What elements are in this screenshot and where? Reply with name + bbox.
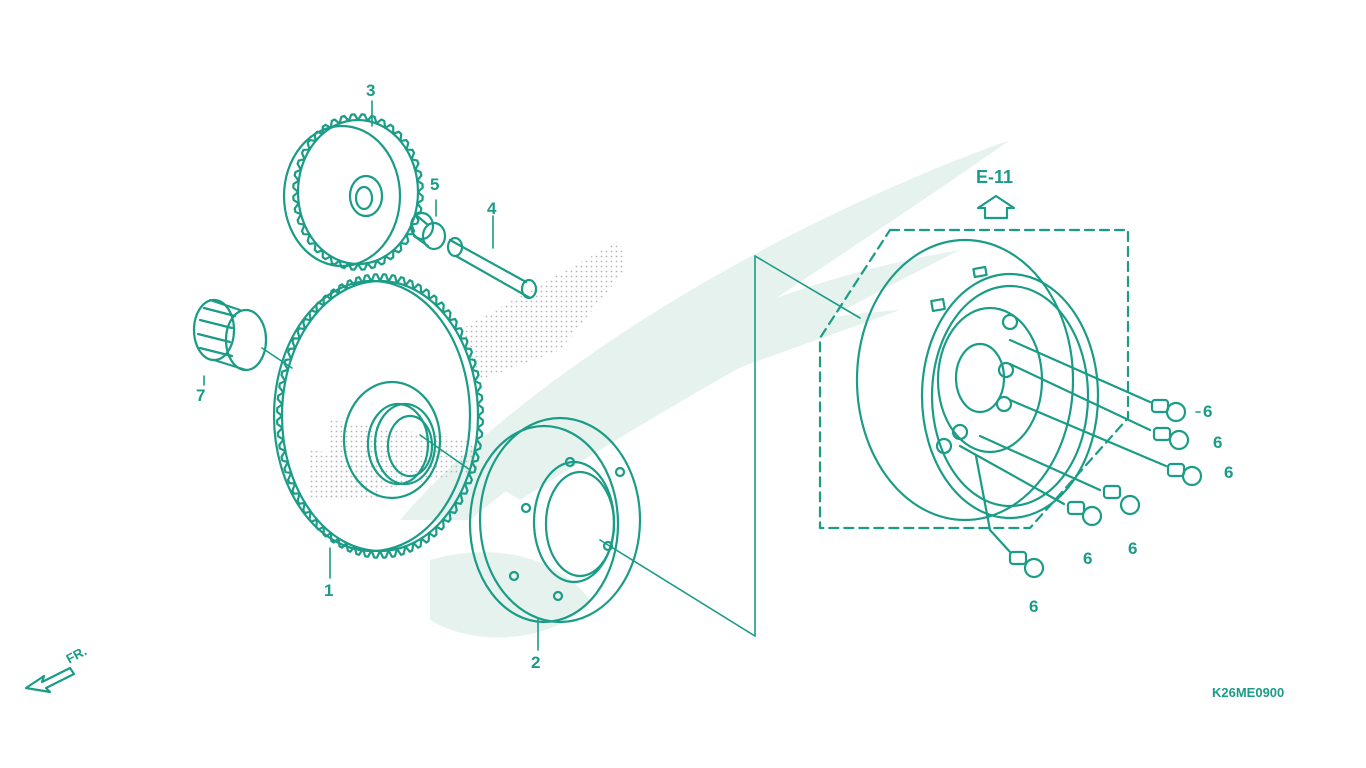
callout-7: 7: [196, 386, 206, 405]
callout-6f: 6: [1029, 597, 1039, 616]
reference-label: E-11: [976, 167, 1014, 187]
assembly-boundary-dashed: [818, 228, 1130, 530]
callout-5: 5: [430, 175, 440, 194]
part-3-teeth: [292, 113, 424, 271]
watermark-logo: [400, 140, 1010, 638]
bolt-6a: [1008, 338, 1187, 423]
callout-2: 2: [531, 653, 541, 672]
part-1-teeth: [276, 273, 484, 559]
callout-1: 1: [324, 581, 334, 600]
callout-4: 4: [487, 199, 497, 218]
bolt-6f: [974, 454, 1045, 579]
bolt-6b: [1008, 362, 1190, 451]
callout-6c: 6: [1224, 463, 1234, 482]
gear1-teeth-outline: [276, 273, 484, 559]
figure-code: K26ME0900: [1212, 685, 1285, 700]
callout-6e: 6: [1083, 549, 1093, 568]
part-5-collar: [409, 211, 447, 251]
part-2-one-way-clutch: [468, 416, 642, 624]
bolt-6d: [978, 434, 1141, 516]
bolt-6c: [1008, 398, 1203, 487]
part-3-gear: [282, 118, 420, 268]
callout-6a: 6: [1203, 402, 1213, 421]
leader-lines: [203, 100, 1201, 651]
front-direction-arrow: [24, 666, 76, 694]
part-7-needle-bearing: [192, 298, 268, 372]
callout-3: 3: [366, 81, 376, 100]
callout-6b: 6: [1213, 433, 1223, 452]
flywheel-rotor: [855, 238, 1100, 522]
reference-arrow: [976, 194, 1016, 220]
callout-6d: 6: [1128, 539, 1138, 558]
gear3-teeth-outline: [292, 113, 424, 271]
part-4-shaft: [446, 236, 538, 300]
bolt-6e: [958, 444, 1103, 527]
